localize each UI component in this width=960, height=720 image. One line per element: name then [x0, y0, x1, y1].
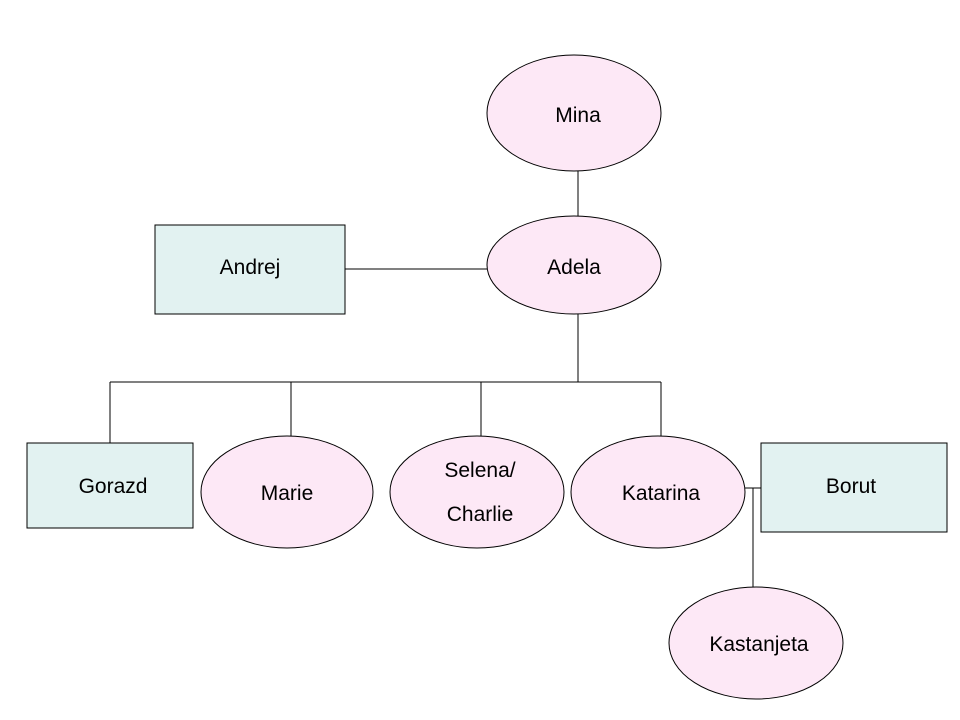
node-gorazd-shape	[26, 442, 194, 529]
node-adela[interactable]: Adela	[486, 215, 662, 315]
node-adela-label: Adela	[547, 256, 601, 279]
node-andrej[interactable]: Andrej	[154, 224, 346, 315]
node-kastanjeta-shape	[668, 586, 844, 700]
node-andrej-shape	[154, 224, 346, 315]
node-gorazd-label: Gorazd	[79, 475, 148, 498]
node-mina-shape	[486, 54, 662, 172]
node-marie-shape	[200, 435, 374, 549]
node-kastanjeta-label: Kastanjeta	[709, 633, 809, 656]
connectors	[109, 171, 761, 588]
node-marie[interactable]: Marie	[200, 435, 374, 549]
node-katarina-label: Katarina	[622, 482, 701, 505]
node-selena-charlie-label-line1: Selena/	[444, 459, 515, 482]
node-borut-shape	[760, 442, 948, 533]
node-andrej-label: Andrej	[220, 256, 281, 279]
node-selena-charlie[interactable]: Selena/ Charlie	[389, 435, 565, 549]
node-katarina[interactable]: Katarina	[570, 435, 746, 549]
node-katarina-shape	[570, 435, 746, 549]
node-mina[interactable]: Mina	[486, 54, 662, 172]
node-selena-charlie-label-line2: Charlie	[447, 503, 514, 526]
node-borut[interactable]: Borut	[760, 442, 948, 533]
node-adela-shape	[486, 215, 662, 315]
node-mina-label: Mina	[555, 104, 601, 127]
node-kastanjeta[interactable]: Kastanjeta	[668, 586, 844, 700]
node-borut-label: Borut	[826, 475, 876, 498]
node-marie-label: Marie	[261, 482, 314, 505]
node-selena-charlie-shape	[389, 435, 565, 549]
node-gorazd[interactable]: Gorazd	[26, 442, 194, 529]
